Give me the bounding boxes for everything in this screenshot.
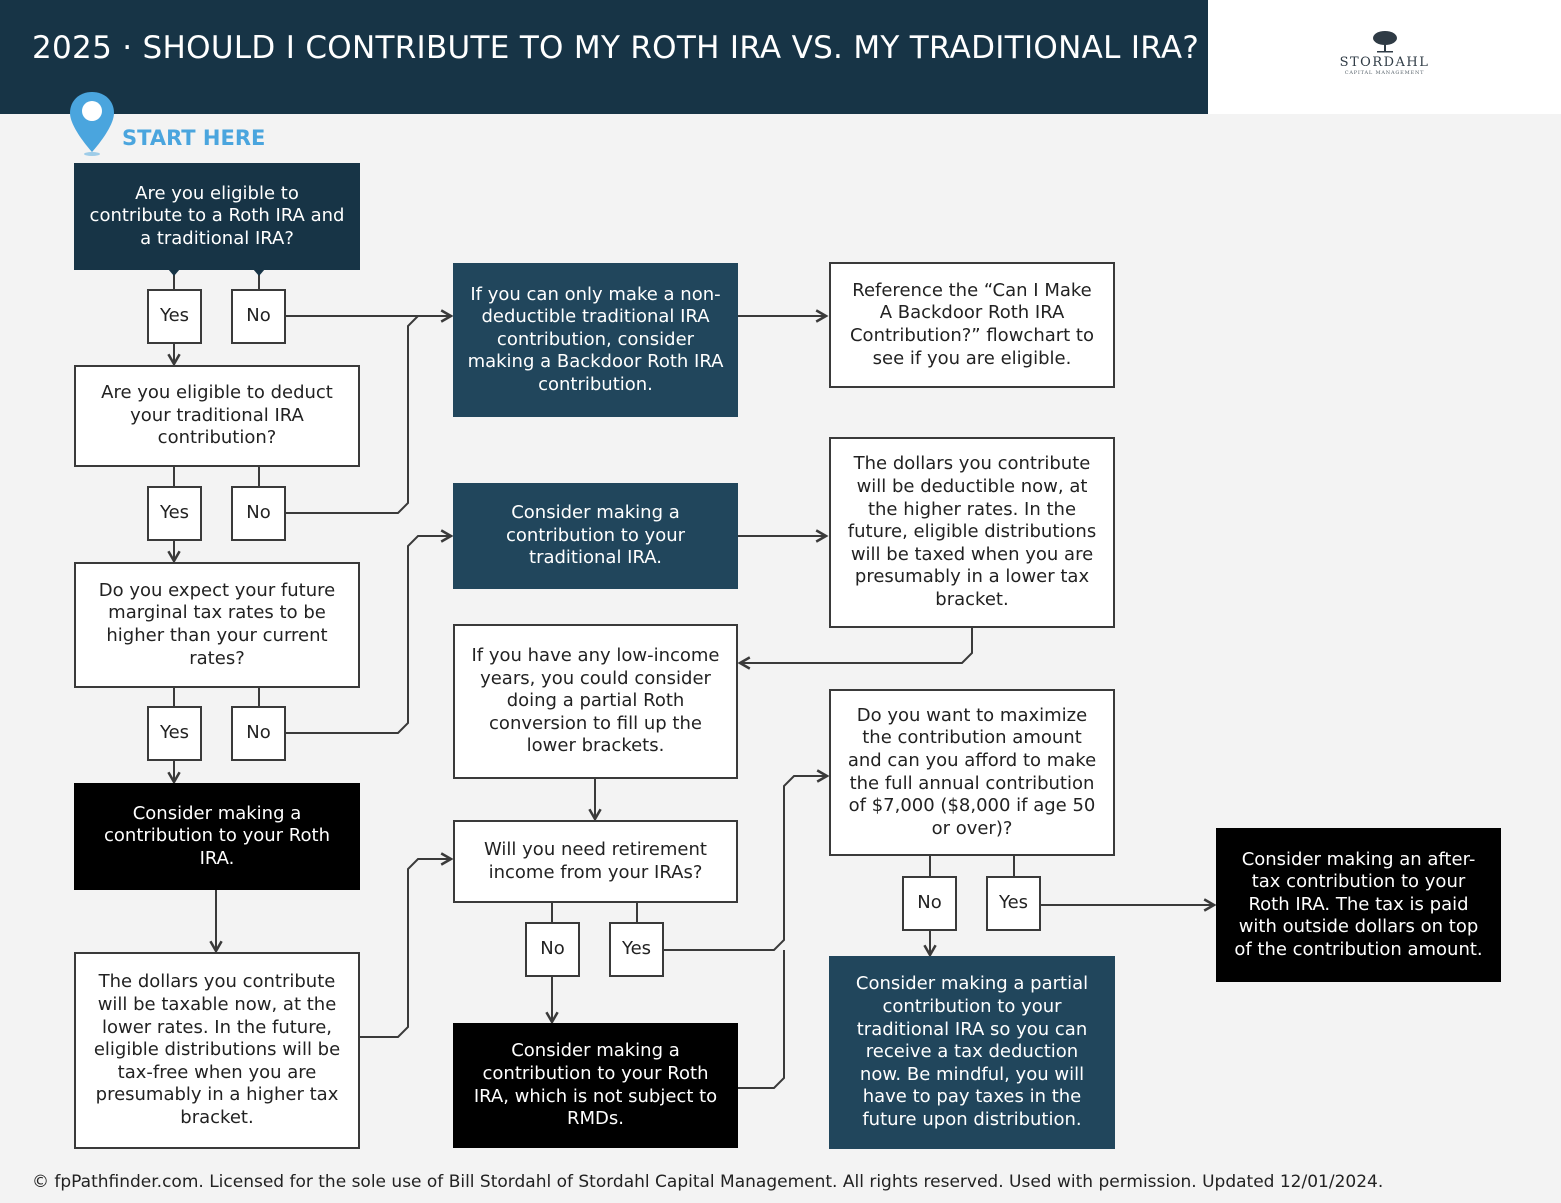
- traditional-deductible-now-text: The dollars you contribute will be deduc…: [847, 453, 1097, 610]
- q1-no-label: No: [246, 305, 271, 327]
- after-tax-roth-recommendation: Consider making an after-tax contributio…: [1216, 828, 1501, 982]
- q3-yes-label: Yes: [159, 722, 190, 744]
- maximize-contribution-text: Do you want to maximize the contribution…: [847, 704, 1097, 839]
- brand-name: STORDAHL: [1339, 55, 1430, 70]
- q5-no-option: No: [902, 876, 957, 931]
- eligible-roth-and-traditional-text: Are you eligible to contribute to a Roth…: [89, 182, 345, 249]
- eligible-roth-and-traditional-question: Are you eligible to contribute to a Roth…: [74, 163, 360, 270]
- header-banner: 2025 · SHOULD I CONTRIBUTE TO MY ROTH IR…: [0, 0, 1208, 114]
- maximize-contribution-question: Do you want to maximize the contribution…: [829, 689, 1115, 856]
- backdoor-flowchart-reference: Reference the “Can I Make A Backdoor Rot…: [829, 262, 1115, 388]
- start-here-label: START HERE: [122, 126, 266, 150]
- q4-no-option: No: [525, 922, 580, 977]
- q1-no-option: No: [231, 289, 286, 344]
- need-retirement-income-question: Will you need retirement income from you…: [453, 820, 738, 903]
- q2-yes-label: Yes: [159, 502, 190, 524]
- backdoor-roth-text: If you can only make a non-deductible tr…: [467, 283, 724, 395]
- deduct-traditional-text: Are you eligible to deduct your traditio…: [101, 382, 333, 449]
- future-tax-rates-text: Do you expect your future marginal tax r…: [98, 579, 336, 669]
- q4-no-label: No: [540, 938, 565, 960]
- logo-panel: STORDAHL CAPITAL MANAGEMENT: [1208, 0, 1561, 114]
- roth-contribution-text: Consider making a contribution to your R…: [104, 802, 330, 869]
- q1-yes-label: Yes: [159, 305, 190, 327]
- q3-no-label: No: [246, 722, 271, 744]
- backdoor-flowchart-reference-text: Reference the “Can I Make A Backdoor Rot…: [849, 279, 1095, 369]
- tree-logo-icon: [1373, 31, 1397, 53]
- location-pin-icon: [70, 92, 114, 156]
- q4-yes-label: Yes: [621, 938, 652, 960]
- q5-no-label: No: [917, 892, 942, 914]
- deduct-traditional-question: Are you eligible to deduct your traditio…: [74, 365, 360, 467]
- roth-no-rmd-text: Consider making a contribution to your R…: [473, 1040, 718, 1130]
- after-tax-roth-text: Consider making an after-tax contributio…: [1234, 848, 1483, 960]
- partial-traditional-text: Consider making a partial contribution t…: [855, 973, 1089, 1130]
- q4-yes-option: Yes: [609, 922, 664, 977]
- copyright-footer: © fpPathfinder.com. Licensed for the sol…: [32, 1172, 1384, 1192]
- q2-yes-option: Yes: [147, 486, 202, 541]
- q3-yes-option: Yes: [147, 706, 202, 761]
- q5-yes-label: Yes: [998, 892, 1029, 914]
- roth-no-rmd-recommendation: Consider making a contribution to your R…: [453, 1023, 738, 1148]
- partial-traditional-recommendation: Consider making a partial contribution t…: [829, 956, 1115, 1149]
- traditional-contribution-text: Consider making a contribution to your t…: [505, 502, 686, 569]
- future-tax-rates-question: Do you expect your future marginal tax r…: [74, 562, 360, 688]
- q1-yes-option: Yes: [147, 289, 202, 344]
- need-retirement-income-text: Will you need retirement income from you…: [484, 838, 707, 883]
- q2-no-option: No: [231, 486, 286, 541]
- partial-roth-conversion-text: If you have any low-income years, you co…: [471, 645, 720, 757]
- q2-no-label: No: [246, 502, 271, 524]
- roth-taxable-now-text: The dollars you contribute will be taxab…: [93, 971, 341, 1128]
- backdoor-roth-recommendation: If you can only make a non-deductible tr…: [453, 263, 738, 417]
- roth-contribution-recommendation: Consider making a contribution to your R…: [74, 783, 360, 890]
- traditional-contribution-recommendation: Consider making a contribution to your t…: [453, 483, 738, 589]
- page-title: 2025 · SHOULD I CONTRIBUTE TO MY ROTH IR…: [32, 30, 1200, 66]
- partial-roth-conversion-note: If you have any low-income years, you co…: [453, 624, 738, 779]
- roth-taxable-now-note: The dollars you contribute will be taxab…: [74, 952, 360, 1149]
- brand-subtitle: CAPITAL MANAGEMENT: [1344, 70, 1425, 76]
- q3-no-option: No: [231, 706, 286, 761]
- q5-yes-option: Yes: [986, 876, 1041, 931]
- traditional-deductible-now-note: The dollars you contribute will be deduc…: [829, 437, 1115, 628]
